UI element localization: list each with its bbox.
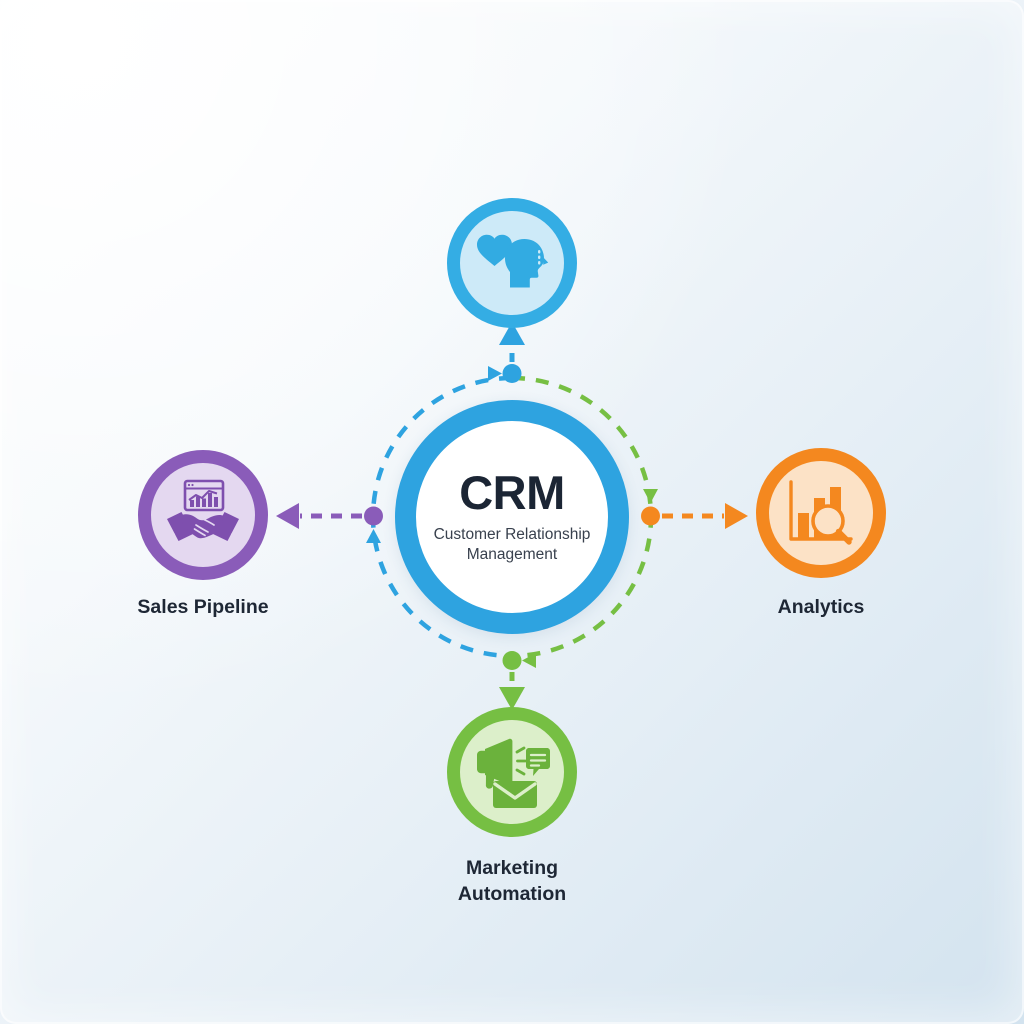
hub-title: CRM <box>459 466 565 520</box>
connector-dot-bottom <box>502 651 522 670</box>
connector-dot-right <box>641 506 660 526</box>
connector-dot-top <box>502 364 522 383</box>
node-label-sales-pipeline: Sales Pipeline <box>137 596 269 618</box>
connector-arrowhead-bottom <box>499 687 525 710</box>
heart-head-icon <box>474 230 550 296</box>
connector-dot-left <box>364 506 383 526</box>
node-label-analytics: Analytics <box>777 596 865 618</box>
orbit-arrowhead-left <box>366 529 381 543</box>
node-analytics[interactable] <box>756 448 886 578</box>
orbit-arrowhead-right <box>643 489 658 503</box>
node-customer-care[interactable] <box>447 198 577 328</box>
node-marketing-automation[interactable] <box>447 707 577 837</box>
orbit-arrowhead-bottom <box>522 653 536 668</box>
bar-chart-magnifier-icon <box>785 479 857 547</box>
crm-hub[interactable]: CRM Customer Relationship Management <box>395 400 629 634</box>
orbit-arrowhead-top <box>488 366 502 381</box>
handshake-chart-icon <box>164 479 242 551</box>
connector-arrowhead-top <box>499 322 525 345</box>
connector-arrowhead-right <box>725 503 748 529</box>
connector-arrowhead-left <box>276 503 299 529</box>
megaphone-envelope-icon <box>473 736 551 808</box>
node-sales-pipeline[interactable] <box>138 450 268 580</box>
hub-subtitle: Customer Relationship Management <box>433 526 591 563</box>
node-label-marketing-automation: Marketing Automation <box>457 857 567 905</box>
